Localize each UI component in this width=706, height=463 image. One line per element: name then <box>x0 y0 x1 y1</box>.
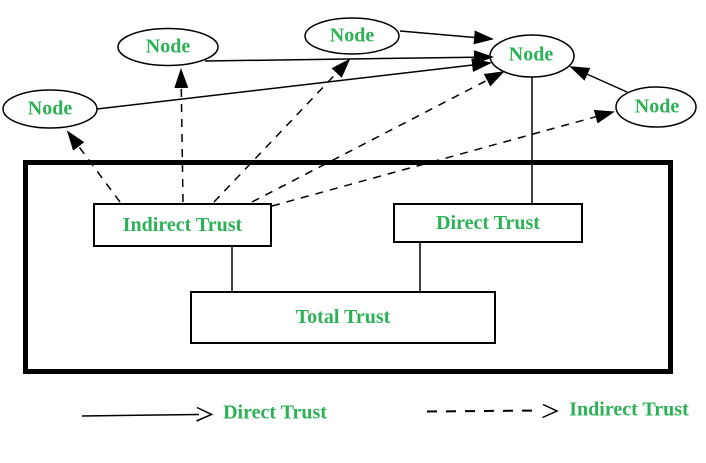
indirect-trust-box-label: Indirect Trust <box>122 213 243 236</box>
edge-right-to-topright-solid-arrow <box>569 66 628 93</box>
indirect-trust-box: Indirect Trust <box>93 203 272 247</box>
edge-indirectbox-to-topmiddle-dashed-arrow <box>213 58 351 203</box>
node-top-right-label: Node <box>508 43 554 66</box>
direct-trust-box: Direct Trust <box>393 203 583 243</box>
total-trust-box: Total Trust <box>190 291 496 344</box>
node-left-label: Node <box>27 97 73 120</box>
node-top-left-ellipse <box>117 27 219 67</box>
direct-trust-box-label: Direct Trust <box>436 211 540 234</box>
legend-indirect-trust-label: Indirect Trust <box>569 398 689 421</box>
trust-computation-frame <box>23 160 673 374</box>
edge-indirectbox-to-left-dashed-arrow <box>66 130 121 203</box>
edge-indirectbox-to-topright-dashed-arrow <box>251 71 505 203</box>
edge-middle-to-topright-solid-arrow <box>399 30 494 45</box>
legend-solid-arrowhead-icon <box>196 406 214 422</box>
edge-left-to-topright-solid-arrow <box>96 58 492 110</box>
legend-direct-trust-label: Direct Trust <box>223 401 327 424</box>
node-top-middle-label: Node <box>329 24 375 47</box>
edge-indirectbox-to-right-dashed-arrow <box>271 110 615 207</box>
node-right-label: Node <box>634 95 680 118</box>
node-right-ellipse <box>615 86 697 128</box>
node-top-left-label: Node <box>145 35 191 58</box>
node-top-middle-ellipse <box>304 17 400 55</box>
legend-dashed-arrow-line <box>426 409 541 413</box>
total-trust-box-label: Total Trust <box>295 306 391 328</box>
edge-indirectbox-to-topleft-dashed-arrow <box>174 68 189 203</box>
legend-solid-arrow-line <box>81 413 200 417</box>
legend-dashed-arrowhead-icon <box>542 403 559 419</box>
